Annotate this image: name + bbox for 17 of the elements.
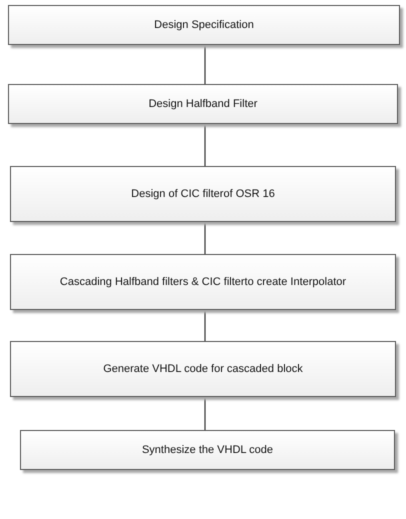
- connector-line: [204, 222, 206, 254]
- step-label: Design Halfband Filter: [148, 97, 258, 111]
- step-label: Design Specification: [154, 18, 254, 32]
- connector-line: [204, 310, 206, 341]
- process-box: [8, 84, 398, 124]
- connector-line: [204, 397, 206, 430]
- step-label: Design of CIC filterof OSR 16: [131, 187, 275, 201]
- connector-line: [204, 45, 206, 84]
- process-box: [8, 5, 400, 45]
- step-label: Synthesize the VHDL code: [142, 443, 274, 457]
- process-box: [10, 166, 396, 222]
- step-label: Cascading Halfband filters & CIC filterto create Interpolator: [60, 275, 346, 289]
- process-box: [10, 254, 396, 310]
- step-label: Generate VHDL code for cascaded block: [103, 362, 303, 376]
- process-box: [20, 430, 395, 470]
- connector-line: [204, 124, 206, 166]
- process-box: [10, 341, 396, 397]
